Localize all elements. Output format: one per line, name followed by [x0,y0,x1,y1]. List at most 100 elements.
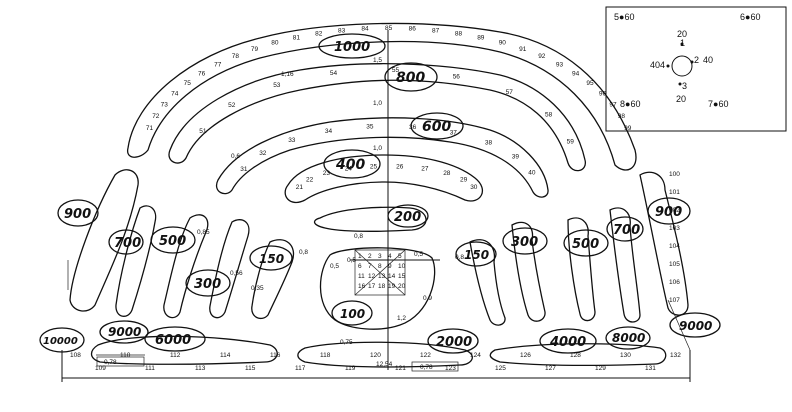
zone-label-9000-right: 9000 [679,319,712,333]
small-segment-28: 28 [443,170,451,177]
bottom-segment-108: 108 [70,352,81,359]
zone-label-800: 800 [396,70,425,86]
zone-900-right-shape [639,171,689,316]
zone-bubble-800 [384,62,438,92]
zone-label-1000: 1000 [334,40,370,55]
inset-dot-3 [678,82,682,86]
center-segment-4: 4 [388,253,392,260]
dimension-label-1: 0,78 [104,359,117,366]
outer-segment-90: 90 [499,40,507,47]
zone-bubble-1000 [318,33,386,59]
zone-label-300-left: 300 [194,277,221,292]
bottom-segment-125: 125 [495,365,506,372]
right-segment-104: 104 [669,243,680,250]
dimension-label-3: 1,0 [373,100,382,107]
dimension-label-2: 0,78 [420,364,433,371]
outer-segment-97: 97 [609,102,617,109]
middle-arc-band [168,63,586,172]
zone-500-right-shape [567,217,596,322]
center-segment-2: 2 [368,253,372,260]
zone-4000-shape [489,343,667,366]
inset-corner-tl: 5●60 [614,12,634,22]
zone-bubble-2000 [427,328,479,354]
center-segment-18: 18 [378,283,386,290]
right-segment-100: 100 [669,171,680,178]
zone-300-right-shape [511,221,546,322]
inset-right-value: 40 [703,55,713,65]
small-segment-29: 29 [460,177,468,184]
inset-corner-tr: 6●60 [740,12,760,22]
bottom-segment-115: 115 [245,365,256,372]
outer-segment-79: 79 [251,46,259,53]
bottom-segment-111: 111 [145,365,155,372]
inset-left-value: 40 [650,60,660,70]
outer-segment-80: 80 [271,40,279,47]
outer-segment-93: 93 [556,61,564,68]
outer-segment-87: 87 [432,27,440,34]
outer-segment-75: 75 [184,80,192,87]
mid-segment-54: 54 [330,70,338,77]
center-segment-11: 11 [358,273,365,280]
outer-segment-96: 96 [599,91,607,98]
inset-dot-1 [680,42,684,46]
zone-bubble-500-right [563,229,609,257]
right-segment-103: 103 [669,225,680,232]
outer-segment-82: 82 [315,30,323,37]
small-segment-22: 22 [306,177,314,184]
right-side-hook [667,299,691,351]
outer-segment-99: 99 [624,125,632,132]
outer-segment-74: 74 [171,91,179,98]
outer-segment-76: 76 [198,70,206,77]
bottom-segment-128: 128 [570,352,581,359]
bottom-segment-132: 132 [670,352,681,359]
outer-segment-81: 81 [293,34,301,41]
small-segment-26: 26 [396,163,404,170]
zone-bubble-500-left [150,226,196,254]
bottom-segment-118: 118 [320,352,331,359]
center-segment-17: 17 [368,283,376,290]
zone-label-8000: 8000 [612,331,645,345]
center-diagonal-2 [354,249,406,296]
right-segment-102: 102 [669,207,680,214]
zone-300-left-shape [209,219,250,319]
small-segment-21: 21 [296,184,304,191]
dimension-label-6: 0,8 [354,233,363,240]
dimension-label-10: 0,6 [231,153,240,160]
mid-segment-58: 58 [545,111,553,118]
box-078-left [96,356,145,367]
inset-corner-br: 7●60 [708,99,728,109]
outer-segment-71: 71 [146,125,154,132]
box-078-center [411,361,459,372]
zone-label-10000: 10000 [43,336,78,347]
small-segment-30: 30 [470,184,478,191]
mid-segment-55: 55 [392,67,400,74]
bottom-segment-120: 120 [370,352,381,359]
center-segment-12: 12 [368,273,376,280]
bottom-segment-123: 123 [445,365,456,372]
inner-segment-40: 40 [528,170,536,177]
zone-bubble-700-right [606,216,644,242]
center-segment-15: 15 [398,273,406,280]
bottom-segment-110: 110 [120,352,131,359]
dimension-label-8: 0,5 [330,263,339,270]
center-segment-8: 8 [378,263,382,270]
zone-bubble-300-right [502,227,548,255]
bottom-segment-124: 124 [470,352,481,359]
bottom-segment-112: 112 [170,352,181,359]
center-segment-14: 14 [388,273,396,280]
zone-label-9000-left: 9000 [108,325,141,339]
zone-label-400: 400 [335,157,365,173]
right-segment-101: 101 [669,189,680,196]
zone-700-right-shape [609,207,641,323]
zone-label-2000: 2000 [436,335,472,350]
dimension-label-12: 0,35 [251,285,264,292]
outer-segment-88: 88 [455,30,463,37]
outer-segment-72: 72 [152,113,160,120]
bottom-segment-122: 122 [420,352,431,359]
inset-frame [605,6,787,132]
zone-label-150-left: 150 [259,252,284,266]
bottom-segment-121: 121 [395,365,406,372]
zone-label-100: 100 [340,307,365,321]
mid-segment-52: 52 [228,102,236,109]
zone-bubble-6000 [144,326,206,352]
